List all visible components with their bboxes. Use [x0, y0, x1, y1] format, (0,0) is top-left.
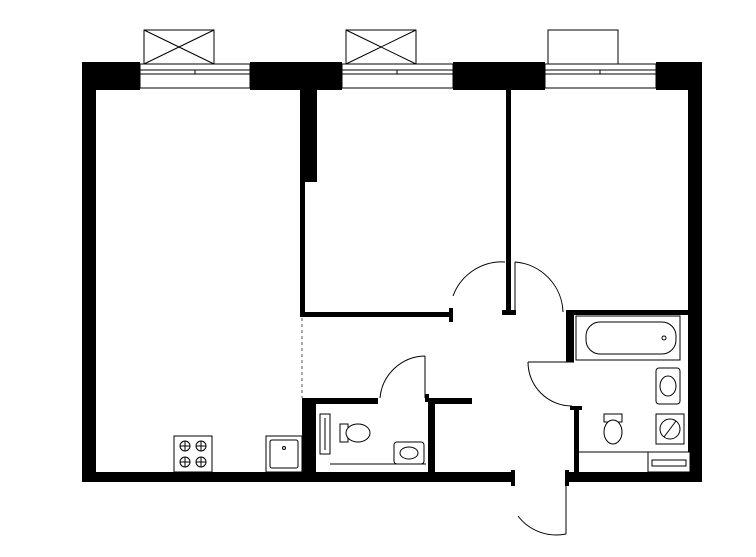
towel-rail [319, 413, 331, 455]
wall-door-jamb-a [449, 308, 453, 322]
wall-bath-jamb [570, 406, 582, 410]
wall-bedroom-right-bottom [566, 310, 690, 315]
bath-toilet [603, 413, 623, 445]
door-swing-entry [517, 515, 567, 536]
ac-unit-right [547, 29, 619, 65]
bathtub [575, 315, 681, 361]
window-center [341, 63, 454, 89]
entry-jamb-right [565, 470, 569, 486]
wc-washbasin [393, 441, 425, 465]
ac-unit-center [345, 29, 417, 65]
kitchen-sink [265, 435, 303, 473]
wc-toilet [339, 423, 371, 443]
wall-wc-top-right [430, 398, 472, 404]
door-swing-bedroom-center [452, 261, 506, 297]
wall-bath-left [566, 310, 574, 362]
wall-wc-top-left [302, 398, 378, 404]
washing-machine [655, 413, 685, 445]
entry-jamb-left [511, 470, 515, 486]
ac-unit-left [143, 29, 215, 65]
wall-bedroom-bottom [300, 312, 450, 317]
stove [173, 435, 213, 473]
window-right [544, 63, 657, 89]
wall-door-jamb-b [502, 310, 516, 315]
wall-bottom-left [82, 472, 514, 482]
door-swing-bath [527, 361, 573, 407]
wall-wc-jamb [425, 394, 429, 402]
wall-bottom-right [566, 472, 702, 482]
door-swing-bedroom-right [514, 261, 564, 313]
wall-top-2 [250, 62, 342, 90]
wall-wc-left [302, 398, 316, 474]
wall-living-bedroom [300, 88, 305, 316]
bath-vanity [647, 451, 691, 473]
wall-wc-right [428, 398, 435, 474]
wall-right [688, 62, 702, 482]
wall-top-3 [453, 62, 545, 90]
wall-left [82, 62, 96, 482]
window-left [139, 63, 251, 89]
wall-stub [305, 88, 317, 182]
bath-washbasin [655, 367, 681, 405]
door-swing-wc [379, 355, 426, 399]
wall-bedrooms [506, 88, 511, 314]
wall-bath-left-lower [574, 410, 579, 474]
